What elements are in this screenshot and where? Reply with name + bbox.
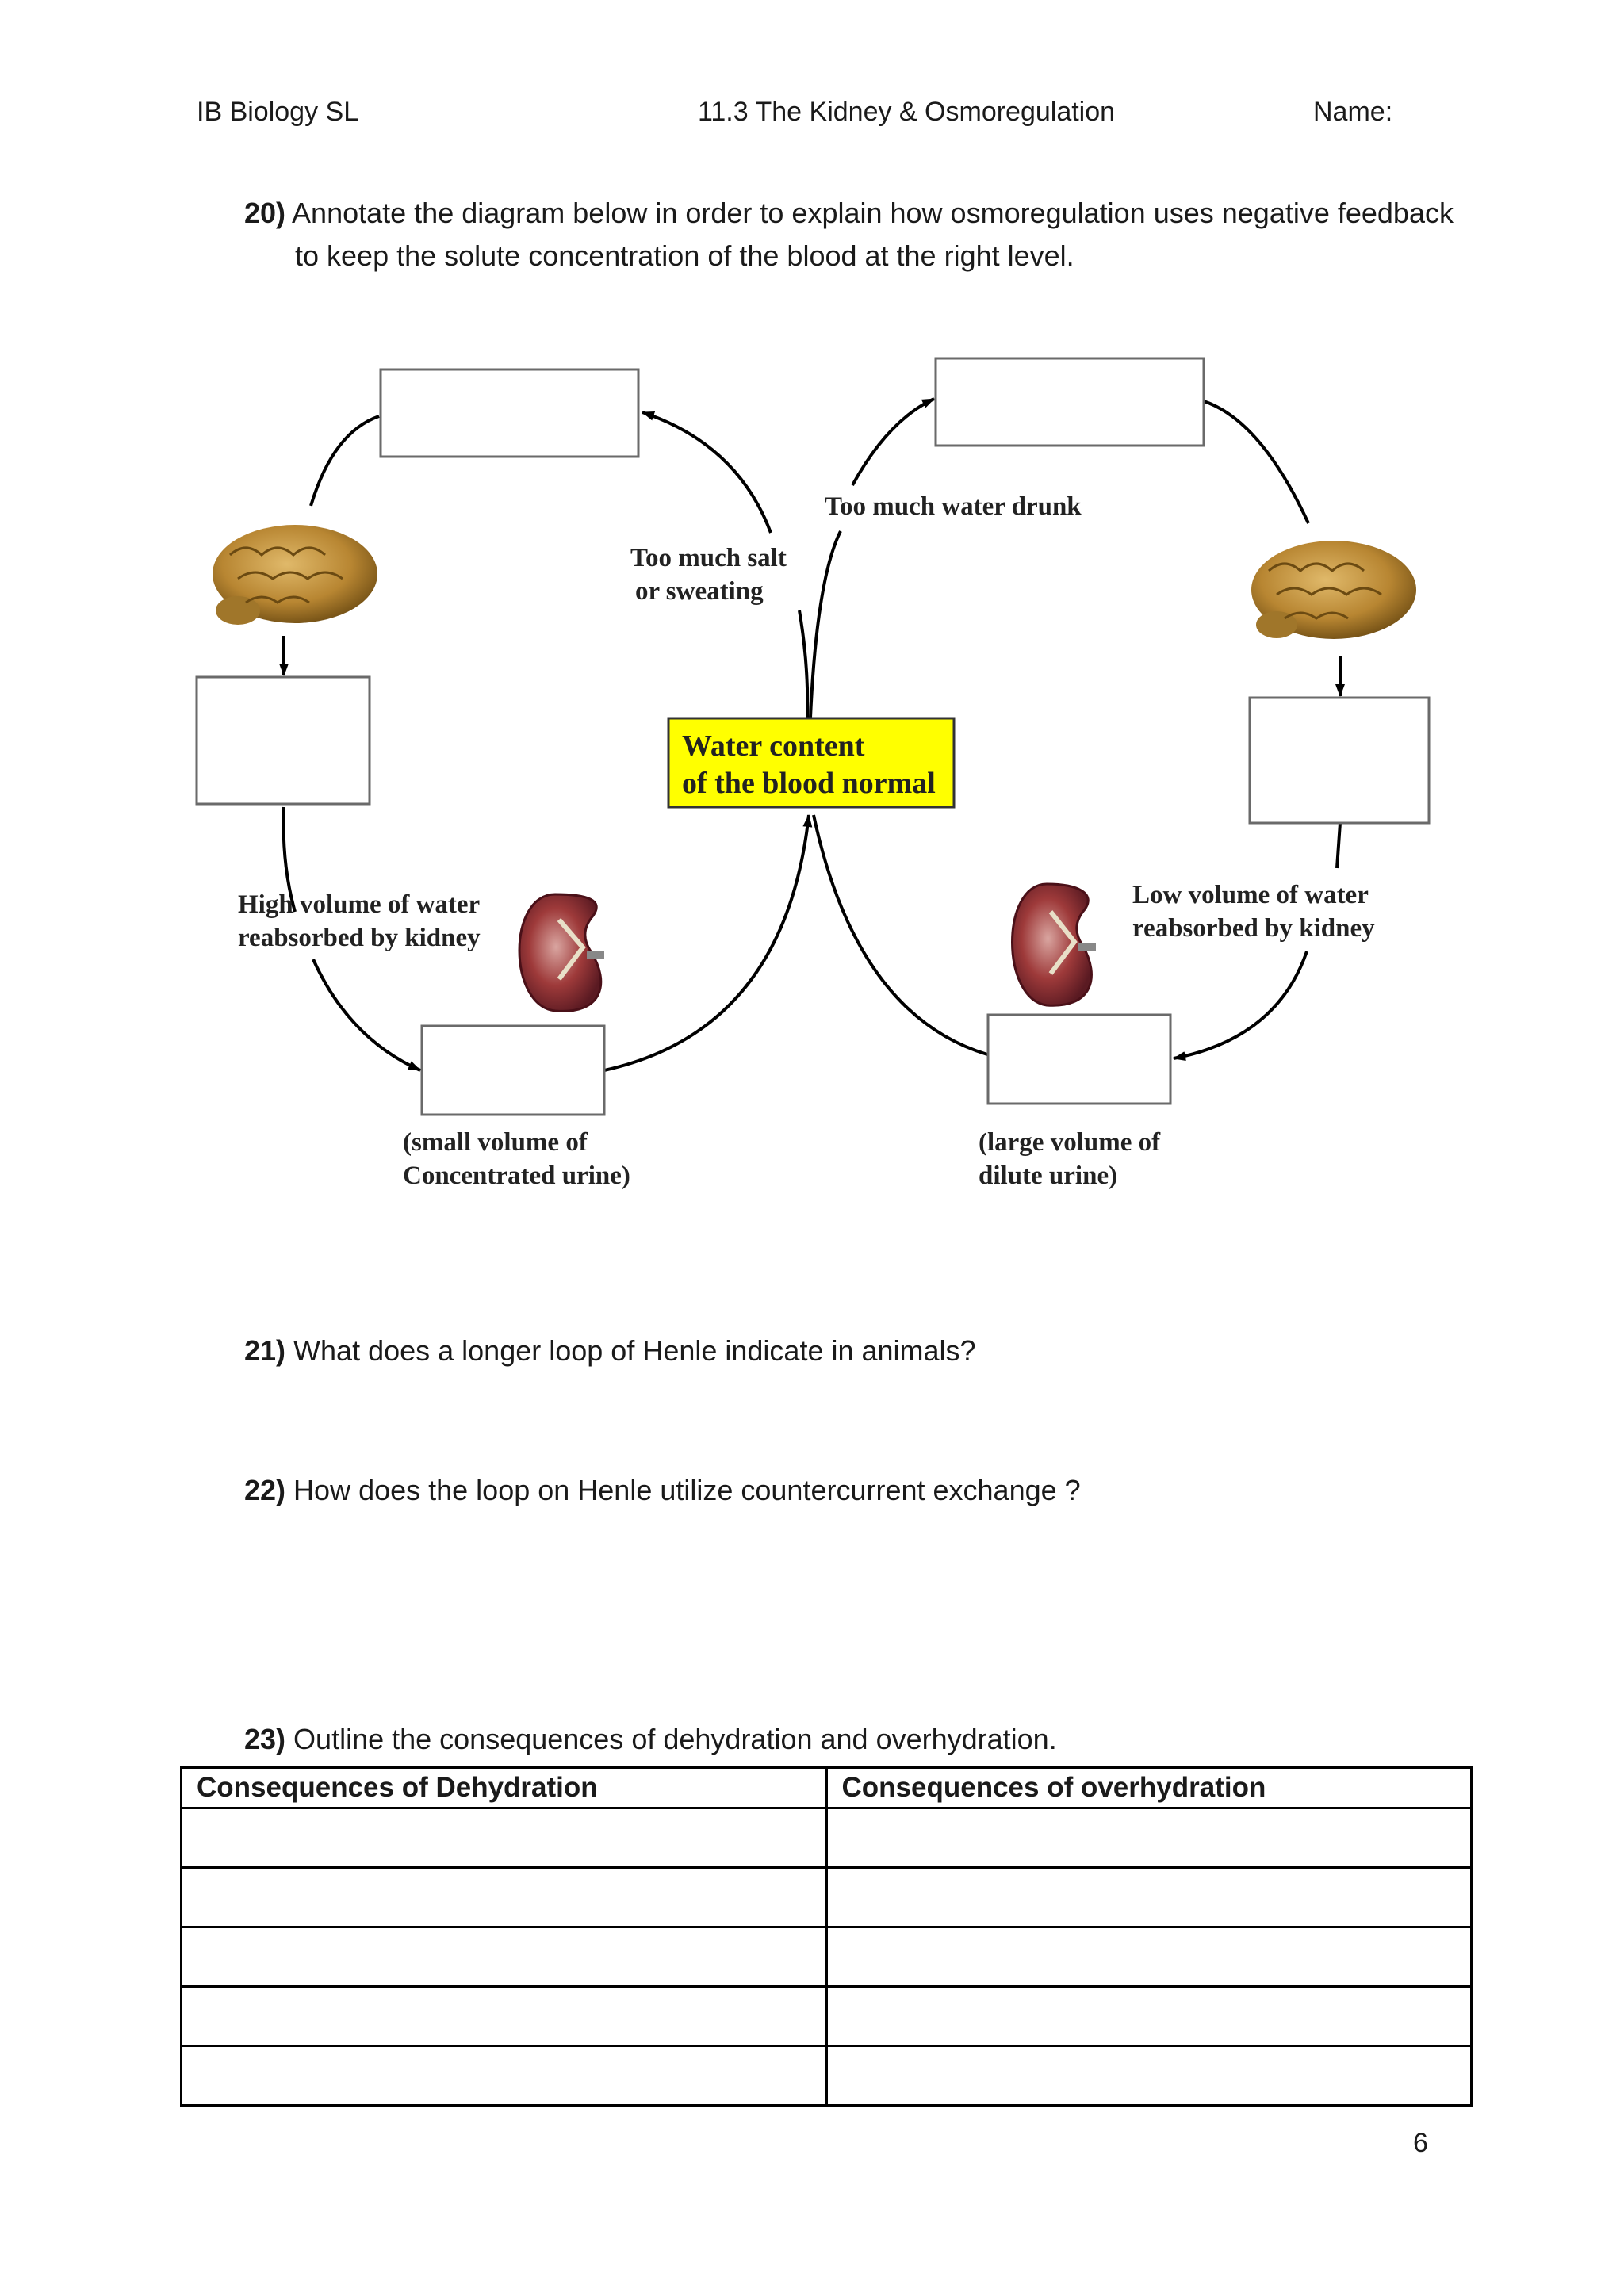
question-number: 20) bbox=[244, 197, 286, 229]
answer-cell[interactable] bbox=[825, 1866, 1473, 1928]
answer-cell[interactable] bbox=[180, 1807, 828, 1869]
right-urine-line1: (large volume of bbox=[979, 1128, 1161, 1157]
question-number: 22) bbox=[244, 1474, 286, 1506]
center-label-line1: Water content bbox=[682, 729, 865, 763]
curve-right-top-to-brain bbox=[1203, 400, 1310, 524]
annotation-box-left-middle bbox=[195, 675, 371, 806]
curve-left-box-down bbox=[282, 806, 297, 913]
line-left-trigger-to-center bbox=[798, 610, 810, 718]
answer-cell[interactable] bbox=[180, 1926, 828, 1988]
table-row bbox=[180, 2045, 1473, 2107]
left-trigger-line2: or sweating bbox=[635, 577, 764, 606]
arrow-to-left-urine-box bbox=[312, 959, 421, 1072]
left-kidney-line2: reabsorbed by kidney bbox=[238, 924, 481, 952]
left-urine-line2: Concentrated urine) bbox=[403, 1161, 630, 1190]
center-box bbox=[667, 717, 956, 809]
center-label-line2: of the blood normal bbox=[682, 767, 936, 800]
arrow-to-right-urine-box bbox=[1173, 951, 1308, 1062]
annotation-box-right-urine bbox=[986, 1013, 1172, 1105]
answer-cell[interactable] bbox=[180, 1985, 828, 2047]
brain-icon bbox=[213, 525, 377, 625]
line-right-box-down bbox=[1335, 822, 1342, 869]
answer-cell[interactable] bbox=[825, 1985, 1473, 2047]
line-center-to-right-trigger bbox=[809, 530, 842, 718]
annotation-box-right-middle bbox=[1248, 696, 1431, 825]
table-row bbox=[180, 1807, 1473, 1869]
question-text: What does a longer loop of Henle indicat… bbox=[293, 1334, 976, 1367]
annotation-box-right-top bbox=[934, 357, 1205, 447]
dehydration-header: Consequences of Dehydration bbox=[180, 1766, 828, 1809]
table-row bbox=[180, 1866, 1473, 1928]
question-text: Annotate the diagram below in order to e… bbox=[292, 197, 1454, 229]
kidney-icon bbox=[518, 893, 604, 1012]
left-trigger-label: Too much salt or sweating bbox=[630, 541, 787, 608]
left-urine-label: (small volume of Concentrated urine) bbox=[403, 1126, 630, 1192]
question-22: 22) How does the loop on Henle utilize c… bbox=[244, 1469, 1081, 1512]
question-23: 23) Outline the consequences of dehydrat… bbox=[244, 1718, 1057, 1761]
right-kidney-label: Low volume of water reabsorbed by kidney bbox=[1132, 878, 1375, 945]
left-kidney-label: High volume of water reabsorbed by kidne… bbox=[238, 888, 481, 955]
question-number: 23) bbox=[244, 1723, 286, 1755]
answer-cell[interactable] bbox=[825, 2045, 1473, 2107]
right-kidney-line1: Low volume of water bbox=[1132, 881, 1369, 909]
answer-cell[interactable] bbox=[180, 1866, 828, 1928]
kidney-icon bbox=[1011, 882, 1096, 1007]
right-trigger-label: Too much water drunk bbox=[825, 492, 1082, 521]
annotation-box-left-top bbox=[379, 368, 640, 458]
question-text: How does the loop on Henle utilize count… bbox=[293, 1474, 1081, 1506]
left-trigger-line1: Too much salt bbox=[630, 544, 787, 572]
table-row bbox=[180, 1985, 1473, 2047]
answer-cell[interactable] bbox=[825, 1926, 1473, 1988]
brain-icon bbox=[1251, 541, 1416, 639]
page-number: 6 bbox=[1413, 2128, 1428, 2158]
answer-cell[interactable] bbox=[825, 1807, 1473, 1869]
arrow-left-urine-to-center bbox=[603, 814, 813, 1072]
left-urine-line1: (small volume of bbox=[403, 1128, 588, 1157]
table-row bbox=[180, 1926, 1473, 1988]
question-20-line2: to keep the solute concentration of the … bbox=[295, 239, 1074, 272]
answer-cell[interactable] bbox=[180, 2045, 828, 2107]
topic-title: 11.3 The Kidney & Osmoregulation bbox=[698, 97, 1116, 127]
question-21: 21) What does a longer loop of Henle ind… bbox=[244, 1330, 976, 1372]
osmoregulation-diagram: Water content of the blood normal bbox=[195, 357, 1431, 1116]
annotation-box-left-urine bbox=[420, 1024, 606, 1116]
right-kidney-line2: reabsorbed by kidney bbox=[1132, 914, 1375, 943]
question-20: 20) Annotate the diagram below in order … bbox=[244, 192, 1454, 235]
arrow-to-right-top-box bbox=[851, 397, 935, 486]
question-number: 21) bbox=[244, 1334, 286, 1367]
right-urine-label: (large volume of dilute urine) bbox=[979, 1126, 1160, 1192]
overhydration-header: Consequences of overhydration bbox=[825, 1766, 1473, 1809]
question-text: Outline the consequences of dehydration … bbox=[293, 1723, 1057, 1755]
right-urine-line2: dilute urine) bbox=[979, 1161, 1118, 1190]
curve-left-top-to-brain bbox=[309, 415, 380, 507]
arrow-trigger-to-left-top-box bbox=[642, 411, 772, 534]
consequences-table: Consequences of Dehydration Consequences… bbox=[180, 1766, 1473, 2107]
course-title: IB Biology SL bbox=[197, 97, 359, 127]
table-header-row: Consequences of Dehydration Consequences… bbox=[180, 1766, 1473, 1809]
curve-right-urine-to-center bbox=[812, 814, 988, 1056]
left-kidney-line1: High volume of water bbox=[238, 890, 481, 919]
name-label: Name: bbox=[1313, 97, 1393, 127]
